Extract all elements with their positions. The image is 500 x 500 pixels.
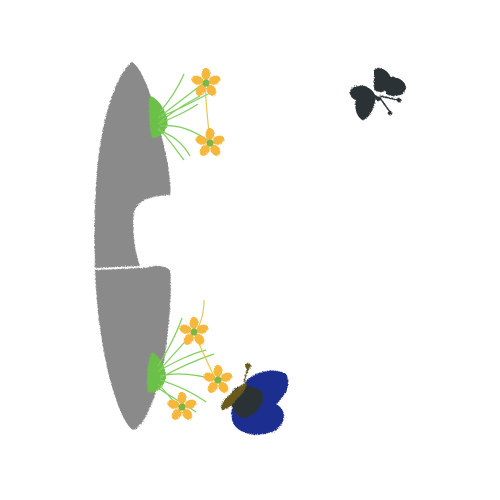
flower-icon	[179, 317, 209, 345]
flower-icon	[195, 128, 225, 156]
flower-icon	[203, 365, 233, 393]
handset-lower-piece	[95, 265, 171, 430]
flower-icon	[167, 392, 197, 420]
butterfly-icon	[221, 363, 289, 435]
flower-icon	[191, 68, 221, 96]
handset-upper-piece	[94, 62, 171, 268]
upper-flower-cluster	[148, 68, 225, 161]
lower-leaf	[147, 352, 166, 393]
lower-flower-cluster	[147, 299, 233, 420]
butterfly-icon	[349, 67, 406, 120]
